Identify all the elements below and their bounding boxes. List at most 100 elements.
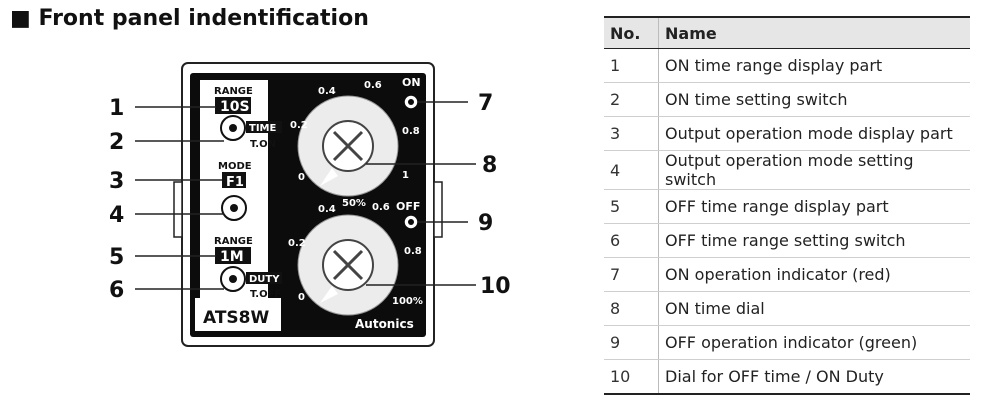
- time-tag-bg: [246, 121, 282, 133]
- row-no: 10: [604, 359, 659, 395]
- row-name: Output operation mode setting switch: [658, 150, 970, 190]
- row-name: OFF operation indicator (green): [658, 325, 970, 360]
- on-time-dial[interactable]: [282, 80, 414, 212]
- range-badge-top: [215, 97, 251, 114]
- duty-tag-bg: [246, 272, 282, 284]
- top-scale-5: 1: [402, 170, 409, 181]
- range-value-bottom: 1M: [220, 249, 244, 265]
- row-name: ON time setting switch: [658, 82, 970, 117]
- callout-3: 3: [109, 169, 124, 194]
- row-no: 7: [604, 257, 659, 292]
- top-scale-3: 0.6: [364, 80, 382, 91]
- callout-7: 7: [478, 91, 493, 116]
- row-name: ON operation indicator (red): [658, 257, 970, 292]
- model-label: ATS8W: [203, 308, 270, 328]
- table-header-row: No. Name: [604, 16, 970, 49]
- row-name: Output operation mode display part: [658, 116, 970, 151]
- mode-label: MODE: [218, 161, 252, 172]
- model-plate: [195, 298, 281, 331]
- callout-4: 4: [109, 203, 124, 228]
- bottom-scale-1: 0.2: [288, 238, 306, 249]
- off-indicator-group: OFF: [396, 200, 420, 230]
- bottom-scale-4: 0.6: [372, 202, 390, 213]
- range-value-top: 10S: [220, 99, 250, 115]
- callout-5: 5: [109, 245, 124, 270]
- switch-4-center: [230, 204, 238, 212]
- row-no: 9: [604, 325, 659, 360]
- callout-9: 9: [478, 211, 493, 236]
- bottom-scale-3: 50%: [342, 198, 366, 209]
- on-indicator-led-inner: [408, 99, 414, 105]
- bottom-scale-2: 0.4: [318, 204, 336, 215]
- header-name: Name: [658, 16, 970, 49]
- row-name: Dial for OFF time / ON Duty: [658, 359, 970, 395]
- side-clip-left: [173, 181, 183, 238]
- top-scale-2: 0.4: [318, 86, 336, 97]
- top-scale-0: 0: [298, 172, 305, 183]
- callout-2: 2: [109, 130, 124, 155]
- mode-setting-switch[interactable]: [221, 195, 247, 221]
- left-column: [200, 80, 268, 298]
- off-time-dial[interactable]: [284, 201, 412, 329]
- switch-1-center: [229, 124, 237, 132]
- row-no: 3: [604, 116, 659, 151]
- mode-badge: [222, 172, 246, 188]
- range-label-bottom: RANGE: [214, 236, 253, 247]
- row-name: ON time dial: [658, 291, 970, 326]
- range-badge-bottom: [215, 247, 251, 264]
- off-dial-x-mark-2: [332, 249, 364, 281]
- range-label-top: RANGE: [214, 86, 253, 97]
- front-panel-diagram: 0 0.2 0.4 0.6 0.8 1 0 0.2 0.4 50% 0.6 0.…: [109, 62, 511, 347]
- brand-label: Autonics: [355, 317, 414, 331]
- top-scale-1: 0.2: [290, 120, 308, 131]
- callout-10: 10: [480, 274, 511, 299]
- row-name: OFF time range setting switch: [658, 223, 970, 258]
- on-indicator-label: ON: [402, 76, 421, 89]
- t-off-label: T.OFF: [250, 289, 281, 300]
- off-dial-pointer: [320, 286, 338, 303]
- bottom-scale-0: 0: [298, 292, 305, 303]
- bottom-scale-5: 0.8: [404, 246, 422, 257]
- callout-lines: [135, 101, 476, 290]
- row-no: 5: [604, 189, 659, 224]
- on-time-setting-switch[interactable]: [220, 115, 246, 141]
- bottom-scale-6: 100%: [392, 296, 423, 307]
- row-name: OFF time range display part: [658, 189, 970, 224]
- row-no: 4: [604, 150, 659, 190]
- side-clip-right: [433, 181, 443, 238]
- row-no: 1: [604, 48, 659, 83]
- row-no: 8: [604, 291, 659, 326]
- section-title: ■ Front panel indentification: [10, 6, 369, 31]
- on-dial-pointer: [320, 168, 338, 186]
- callout-6: 6: [109, 278, 124, 303]
- callout-8: 8: [482, 153, 497, 178]
- row-no: 6: [604, 223, 659, 258]
- on-indicator-group: ON: [402, 76, 421, 110]
- row-no: 2: [604, 82, 659, 117]
- time-label: TIME: [249, 123, 276, 134]
- on-dial-x-mark-2: [332, 130, 364, 162]
- duty-label: DUTY: [249, 274, 280, 285]
- row-name: ON time range display part: [658, 48, 970, 83]
- t-on-label: T.ON: [250, 139, 276, 150]
- header-no: No.: [604, 16, 659, 49]
- callout-1: 1: [109, 96, 124, 121]
- off-indicator-led-inner: [408, 219, 414, 225]
- switch-6-center: [229, 275, 237, 283]
- off-indicator-label: OFF: [396, 200, 420, 213]
- top-scale-4: 0.8: [402, 126, 420, 137]
- off-time-range-switch[interactable]: [220, 266, 246, 292]
- mode-value: F1: [226, 175, 244, 190]
